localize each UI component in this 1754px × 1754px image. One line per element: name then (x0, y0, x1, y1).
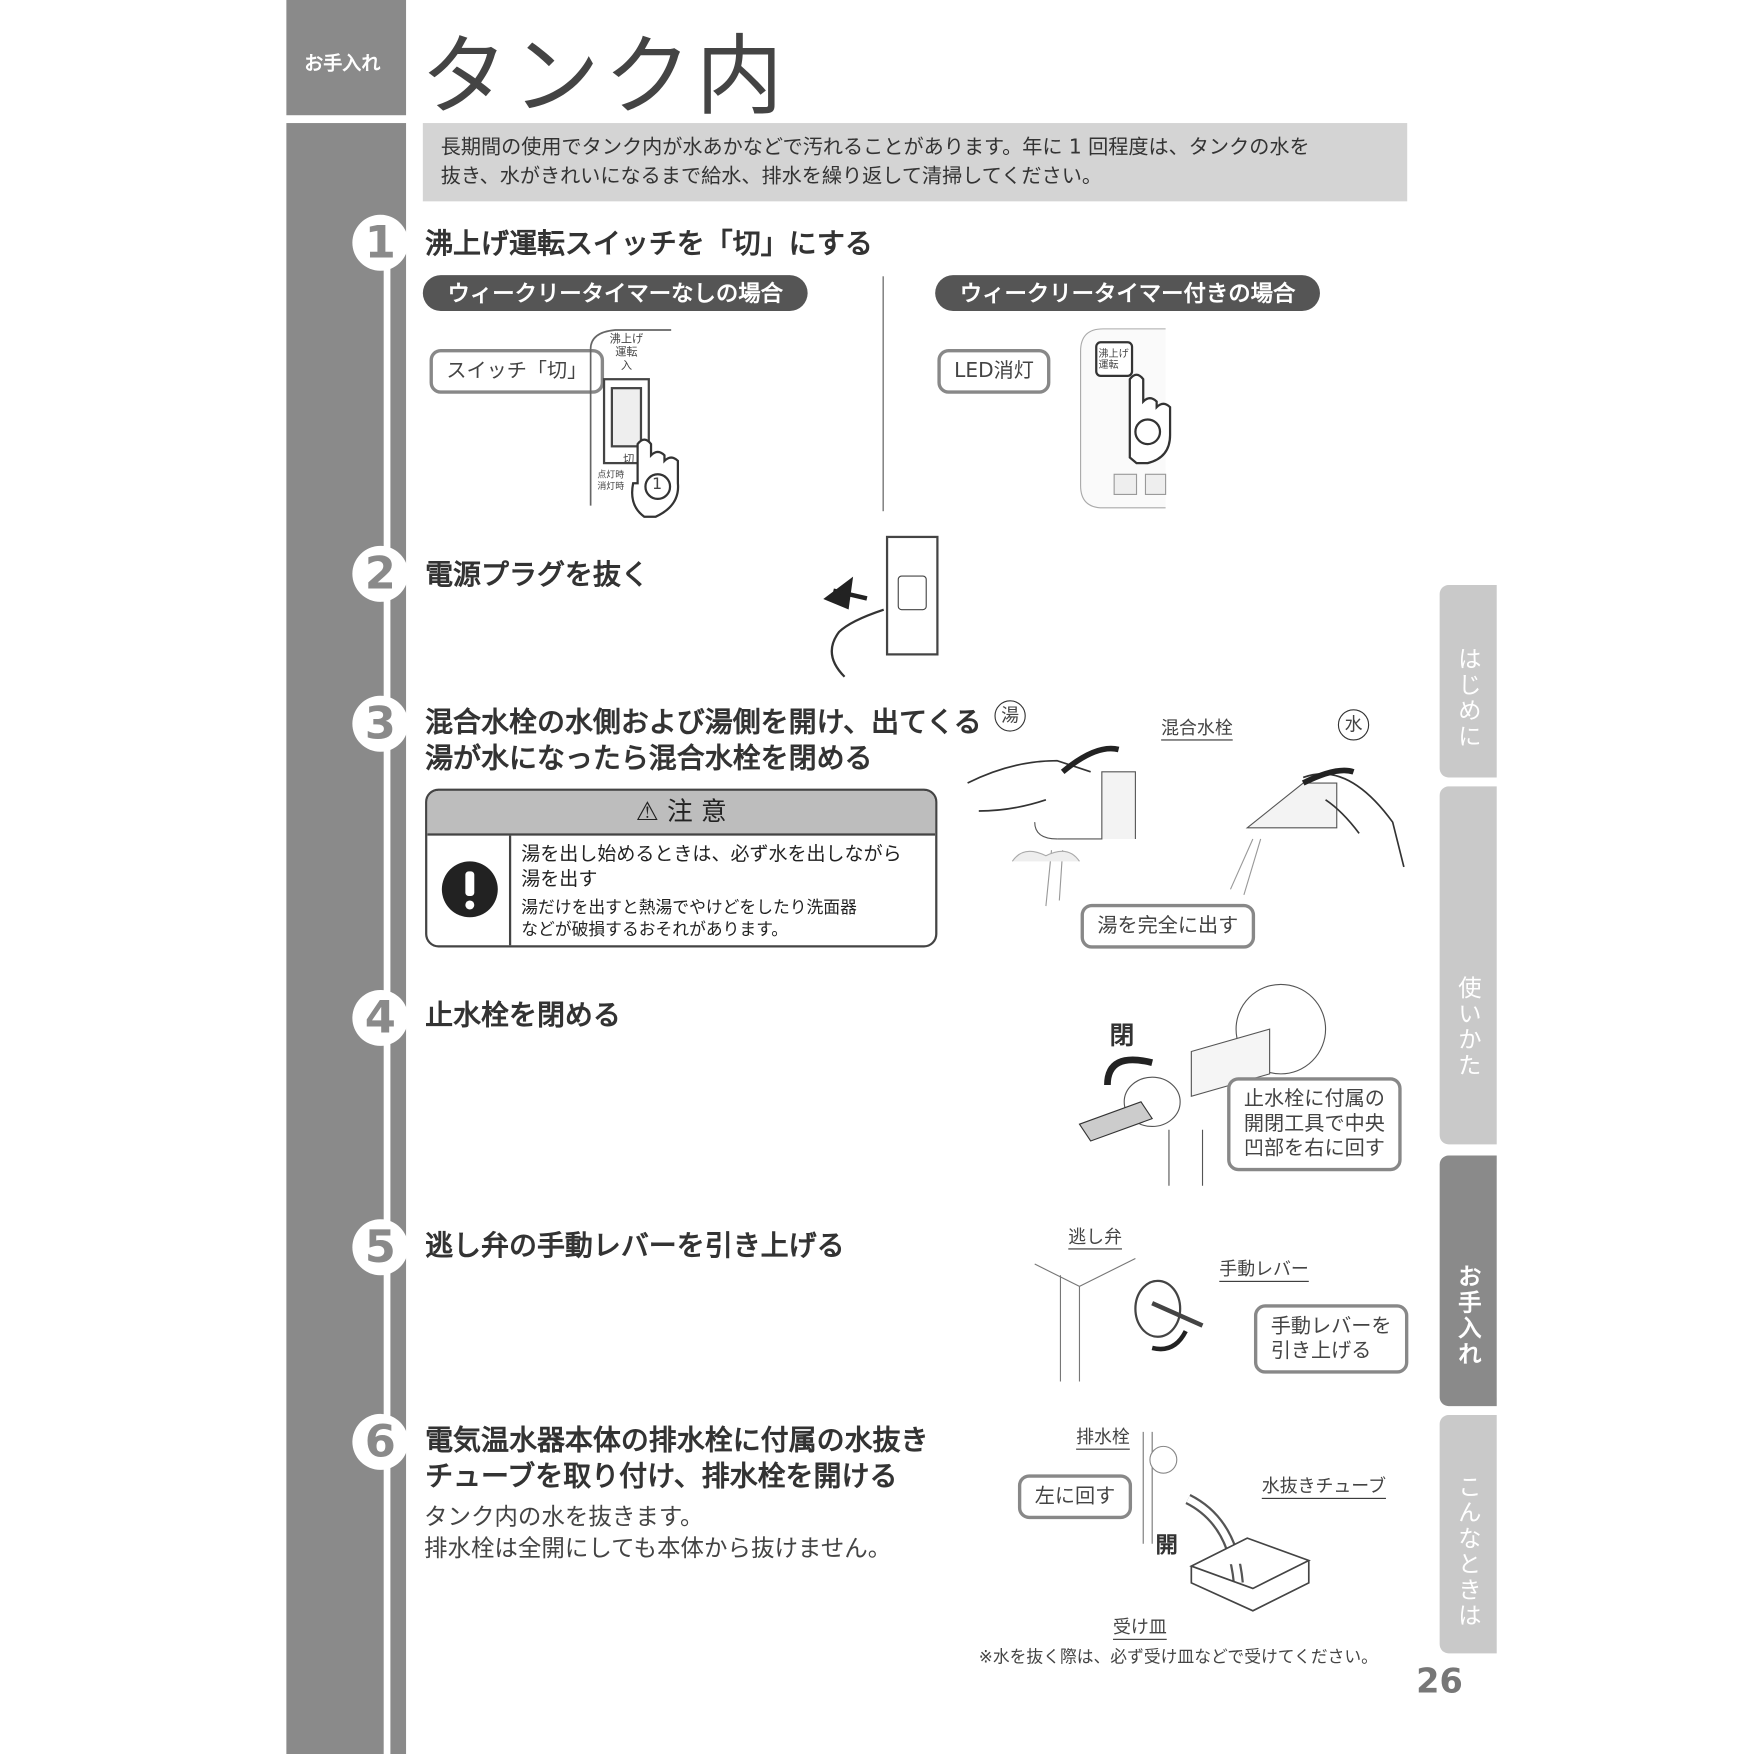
close-label: 閉 (1109, 1022, 1135, 1051)
tab-introduction[interactable]: はじめに (1439, 585, 1497, 778)
step-number: 6 (352, 1413, 409, 1470)
step-circle-marker: 1 (652, 475, 663, 494)
relief-valve-label: 逃し弁 (1068, 1222, 1122, 1250)
intro-line: 長期間の使用でタンク内が水あかなどで汚れることがあります。年に 1 回程度は、タ… (440, 135, 1310, 159)
step-number: 4 (352, 989, 409, 1046)
callout-stop-valve: 止水栓に付属の開閉工具で中央凹部を右に回す (1227, 1077, 1402, 1172)
intro-box: 長期間の使用でタンク内が水あかなどで汚れることがあります。年に 1 回程度は、タ… (422, 123, 1408, 202)
remote-panel-illustration (1080, 328, 1172, 509)
case-pill-with-timer: ウィークリータイマー付きの場合 (935, 275, 1320, 311)
step-heading: 電気温水器本体の排水栓に付属の水抜きチューブを取り付け、排水栓を開ける (425, 1424, 929, 1493)
footnote: ※水を抜く際は、必ず受け皿などで受けてください。 (978, 1646, 1378, 1667)
step-subtext: タンク内の水を抜きます。排水栓は全開にしても本体から抜けません。 (423, 1503, 892, 1562)
callout-hot-water-out: 湯を完全に出す (1080, 903, 1256, 949)
callout-lift-lever: 手動レバーを引き上げる (1253, 1304, 1409, 1374)
case-pill-without-timer: ウィークリータイマーなしの場合 (422, 275, 808, 311)
lamp-labels: 点灯時消灯時 (597, 469, 625, 492)
section-label: お手入れ (304, 52, 381, 75)
tray-label: 受け皿 (1113, 1612, 1167, 1640)
step-heading: 逃し弁の手動レバーを引き上げる (425, 1229, 845, 1262)
callout-switch-off: スイッチ「切」 (429, 349, 605, 394)
callout-led-off: LED消灯 (937, 349, 1051, 394)
step-number: 2 (352, 545, 409, 602)
hot-mark: 湯 (994, 700, 1026, 732)
faucet-illustration (967, 745, 1405, 907)
faucet-label: 混合水栓 (1161, 713, 1233, 741)
step-number: 3 (352, 695, 409, 752)
tab-troubleshooting[interactable]: こんなときは (1439, 1415, 1497, 1654)
stop-valve-illustration (1078, 983, 1327, 1186)
exclamation-icon (441, 861, 498, 918)
cold-mark: 水 (1337, 709, 1370, 741)
step-number: 1 (352, 214, 409, 271)
page-number: 26 (1416, 1662, 1463, 1702)
boil-button-label: 沸上げ運転 (1098, 349, 1129, 372)
drain-tube-label: 水抜きチューブ (1261, 1471, 1387, 1499)
callout-turn-left: 左に回す (1017, 1474, 1133, 1520)
section-header-bar (286, 0, 407, 116)
switch-illustration (589, 329, 680, 518)
step-heading: 止水栓を閉める (425, 998, 621, 1032)
intro-line: 抜き、水がきれいになるまで給水、排水を繰り返して清掃してください。 (440, 164, 1102, 188)
caution-header: ⚠ 注 意 (427, 790, 936, 836)
step-number: 5 (352, 1219, 409, 1276)
plug-outlet-illustration (823, 535, 939, 678)
caution-box: ⚠ 注 意 湯を出し始めるときは、必ず水を出しながら湯を出す 湯だけを出すと熱湯… (425, 788, 938, 948)
open-label: 開 (1155, 1531, 1178, 1559)
tab-usage[interactable]: 使いかた (1439, 786, 1497, 1145)
switch-off-label: 切 (623, 454, 635, 467)
divider (882, 276, 884, 512)
tab-maintenance[interactable]: お手入れ (1439, 1155, 1497, 1407)
warning-triangle-icon: ⚠ (635, 797, 659, 827)
relief-valve-illustration (1034, 1257, 1204, 1382)
caution-icon-cell (427, 835, 512, 946)
step-heading: 沸上げ運転スイッチを「切」にする (425, 227, 873, 260)
step-line (383, 223, 391, 1754)
page-title: タンク内 (420, 26, 788, 128)
step-heading: 電源プラグを抜く (425, 558, 649, 591)
switch-labels: 沸上げ運転入 (609, 333, 644, 373)
drain-plug-label: 排水栓 (1076, 1422, 1130, 1450)
step-heading: 混合水栓の水側および湯側を開け、出てくる湯が水になったら混合水栓を閉める (425, 705, 982, 775)
manual-lever-label: 手動レバー (1219, 1254, 1309, 1282)
drain-illustration (1142, 1431, 1311, 1612)
caution-body: 湯を出し始めるときは、必ず水を出しながら湯を出す 湯だけを出すと熱湯でやけどをし… (521, 843, 902, 940)
